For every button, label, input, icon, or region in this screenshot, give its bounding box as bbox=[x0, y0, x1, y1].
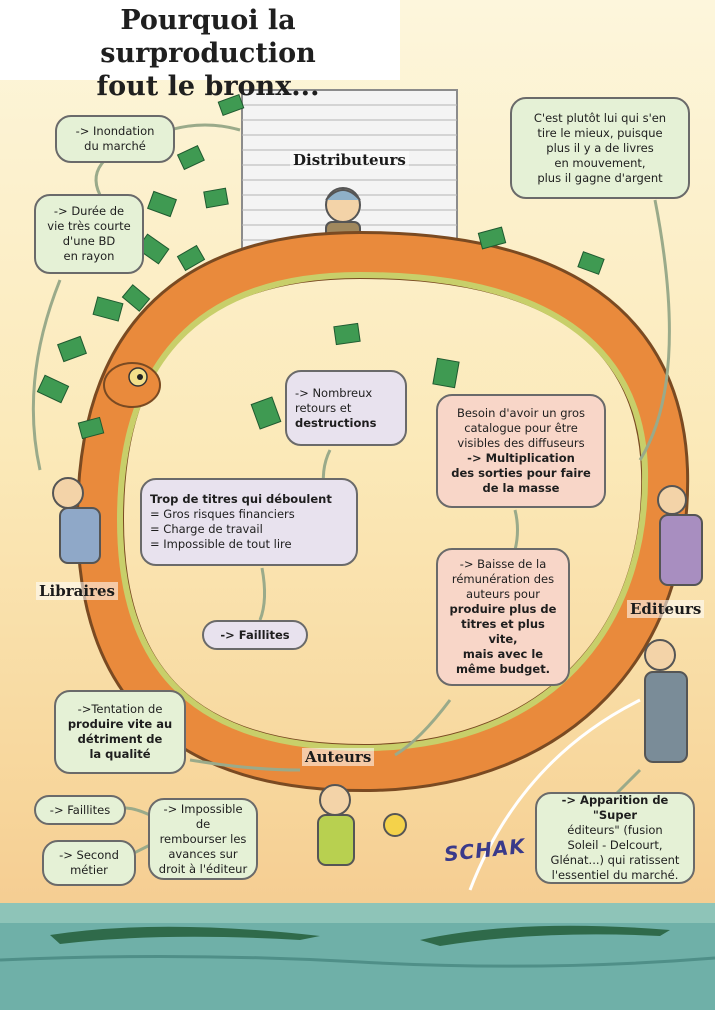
title-area bbox=[0, 0, 400, 80]
page-title: Pourquoi la surproduction fout le bronx.… bbox=[18, 4, 398, 103]
bubble-second-metier: -> Second métier bbox=[42, 840, 136, 886]
bubble-text: des sorties pour faire bbox=[451, 466, 591, 480]
author-character bbox=[319, 784, 351, 816]
crocodile-right bbox=[420, 925, 670, 946]
editor-character-top bbox=[657, 485, 687, 515]
librarian-character bbox=[52, 477, 84, 509]
editor-character-bottom bbox=[644, 639, 676, 671]
label-auteurs: Auteurs bbox=[302, 748, 375, 766]
bubble-text: produire plus de bbox=[449, 602, 557, 616]
bubble-text: tire le mieux, puisque bbox=[537, 125, 663, 140]
bubble-text: de la masse bbox=[482, 481, 560, 495]
bubble-text: d'une BD bbox=[62, 234, 116, 248]
bubble-text: en mouvement, bbox=[554, 155, 646, 170]
bubble-text: métier bbox=[70, 863, 108, 877]
bubble-text: vie très courte bbox=[47, 219, 131, 233]
bubble-text: -> Impossible de bbox=[163, 801, 243, 831]
bubble-catalogue: Besoin d'avoir un gros catalogue pour êt… bbox=[436, 394, 606, 508]
bubble-text: rémunération des bbox=[451, 572, 555, 586]
bubble-faillites-center: -> Faillites bbox=[202, 620, 308, 650]
label-libraires: Libraires bbox=[36, 582, 118, 600]
whip bbox=[468, 698, 641, 891]
bubble-text: -> Baisse de la bbox=[459, 557, 547, 571]
bubble-retours: -> Nombreux retours et destructions bbox=[285, 370, 407, 446]
bubble-text: -> Nombreux bbox=[295, 385, 373, 400]
bubble-text: Glénat...) qui ratissent bbox=[550, 853, 680, 867]
connector-arrows bbox=[31, 123, 671, 862]
flying-books bbox=[36, 94, 605, 440]
bubble-text: Soleil - Delcourt, bbox=[567, 838, 663, 852]
bubble-text: mais avec le bbox=[462, 647, 544, 661]
bubble-text: droit à l'éditeur bbox=[158, 861, 248, 876]
bubble-text: même budget. bbox=[455, 662, 551, 676]
label-distributeurs: Distributeurs bbox=[290, 151, 409, 169]
bubble-text: auteurs pour bbox=[466, 587, 540, 601]
bubble-text: -> Apparition de "Super bbox=[561, 793, 669, 822]
bubble-text: destructions bbox=[295, 415, 377, 430]
bubble-text: -> Durée de bbox=[53, 204, 125, 218]
label-editeurs: Editeurs bbox=[627, 600, 705, 618]
alarm-clock-icon bbox=[383, 813, 407, 837]
bubble-text: Besoin d'avoir un gros bbox=[456, 406, 586, 420]
bubble-faillites-left: -> Faillites bbox=[34, 795, 126, 825]
crocodile-left bbox=[50, 926, 320, 944]
bubble-text: = Gros risques financiers bbox=[150, 507, 295, 521]
bubble-text: titres et plus vite, bbox=[461, 617, 545, 646]
bubble-text: visibles des diffuseurs bbox=[457, 436, 585, 450]
bubble-text: retours et bbox=[295, 400, 352, 415]
bubble-tentation: ->Tentation de produire vite au détrimen… bbox=[54, 690, 186, 774]
bubble-text: ->Tentation de bbox=[77, 702, 163, 716]
bubble-text: avances sur bbox=[168, 846, 238, 861]
bubble-text: plus il gagne d'argent bbox=[537, 170, 663, 185]
bubble-text: -> Faillites bbox=[220, 627, 290, 642]
bubble-super-editeurs: -> Apparition de "Super éditeurs" (fusio… bbox=[535, 792, 695, 884]
bubble-text: produire vite au bbox=[67, 717, 173, 731]
bubble-text: = Charge de travail bbox=[150, 522, 263, 536]
bubble-text: en rayon bbox=[63, 249, 115, 263]
bubble-text: catalogue pour être bbox=[464, 421, 578, 435]
bubble-text: la qualité bbox=[89, 747, 151, 761]
bubble-baisse: -> Baisse de la rémunération des auteurs… bbox=[436, 548, 570, 686]
bubble-text: l'essentiel du marché. bbox=[551, 868, 679, 882]
bubble-text: -> Inondation bbox=[75, 124, 155, 138]
bubble-text: -> Second bbox=[59, 848, 119, 862]
bubble-text: = Impossible de tout lire bbox=[150, 537, 292, 551]
bubble-text: du marché bbox=[84, 139, 146, 153]
bubble-text: -> Multiplication bbox=[467, 451, 575, 465]
bubble-duree: -> Durée de vie très courte d'une BD en … bbox=[34, 194, 144, 274]
title-line-1: Pourquoi la surproduction bbox=[100, 5, 316, 69]
bubble-text: -> Faillites bbox=[49, 802, 111, 817]
bubble-distributeur-gain: C'est plutôt lui qui s'en tire le mieux,… bbox=[510, 97, 690, 199]
bubble-trop-titres: Trop de titres qui déboulent = Gros risq… bbox=[140, 478, 358, 566]
bubble-text: C'est plutôt lui qui s'en bbox=[533, 110, 667, 125]
bubble-impossible: -> Impossible de rembourser les avances … bbox=[148, 798, 258, 880]
bubble-text: éditeurs" (fusion bbox=[567, 823, 663, 837]
bubble-text: rembourser les bbox=[159, 831, 247, 846]
bubble-text: plus il y a de livres bbox=[546, 140, 654, 155]
bubble-text: Trop de titres qui déboulent bbox=[150, 492, 332, 506]
bubble-text: détriment de bbox=[77, 732, 163, 746]
bubble-inondation: -> Inondation du marché bbox=[55, 115, 175, 163]
title-line-2: fout le bronx... bbox=[96, 71, 320, 102]
